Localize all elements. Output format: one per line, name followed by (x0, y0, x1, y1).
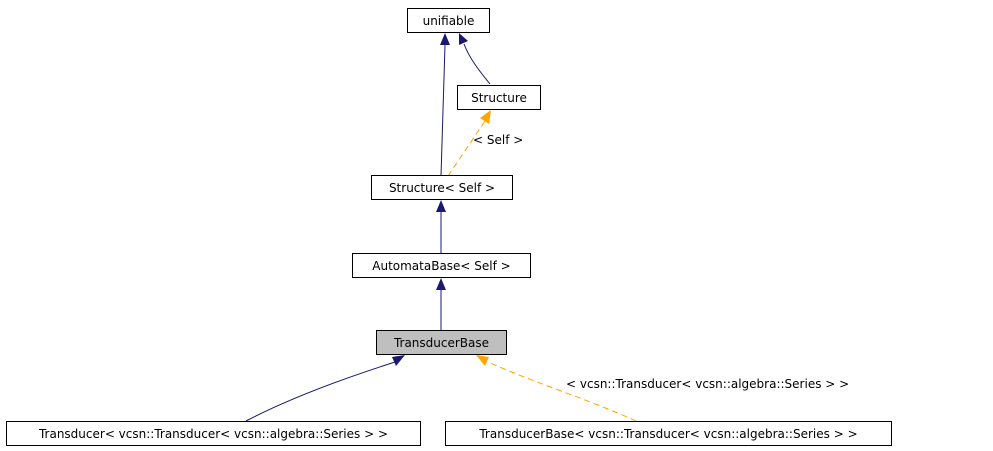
edge-transducer-series-to-transducerbase (245, 361, 396, 422)
node-unifiable[interactable]: unifiable (407, 8, 490, 33)
node-transducer-base[interactable]: TransducerBase (376, 330, 507, 355)
arrowhead-unifiable-right (459, 33, 468, 45)
arrowhead-automata (436, 278, 446, 290)
node-structure-self[interactable]: Structure< Self > (371, 175, 513, 200)
arrowhead-transducerbase-right (476, 355, 489, 366)
edge-structure-to-unifiable (463, 43, 491, 85)
node-structure[interactable]: Structure (457, 85, 541, 110)
arrowhead-structure (480, 110, 491, 124)
arrowhead-transducerbase-left (392, 355, 405, 366)
edge-label-self: < Self > (473, 133, 524, 147)
node-automata-base-self[interactable]: AutomataBase< Self > (352, 253, 531, 278)
arrowhead-structure-self (436, 200, 446, 212)
node-transducer-series[interactable]: Transducer< vcsn::Transducer< vcsn::alge… (6, 421, 421, 446)
edge-structure-self-to-unifiable (440, 44, 446, 177)
node-transducer-base-series[interactable]: TransducerBase< vcsn::Transducer< vcsn::… (445, 421, 892, 446)
edge-transducerbase-series-to-transducerbase (487, 361, 637, 422)
edge-label-transducer-series: < vcsn::Transducer< vcsn::algebra::Serie… (566, 377, 850, 391)
edge-structure-self-to-structure (447, 120, 486, 177)
arrowhead-unifiable-left (440, 33, 450, 45)
